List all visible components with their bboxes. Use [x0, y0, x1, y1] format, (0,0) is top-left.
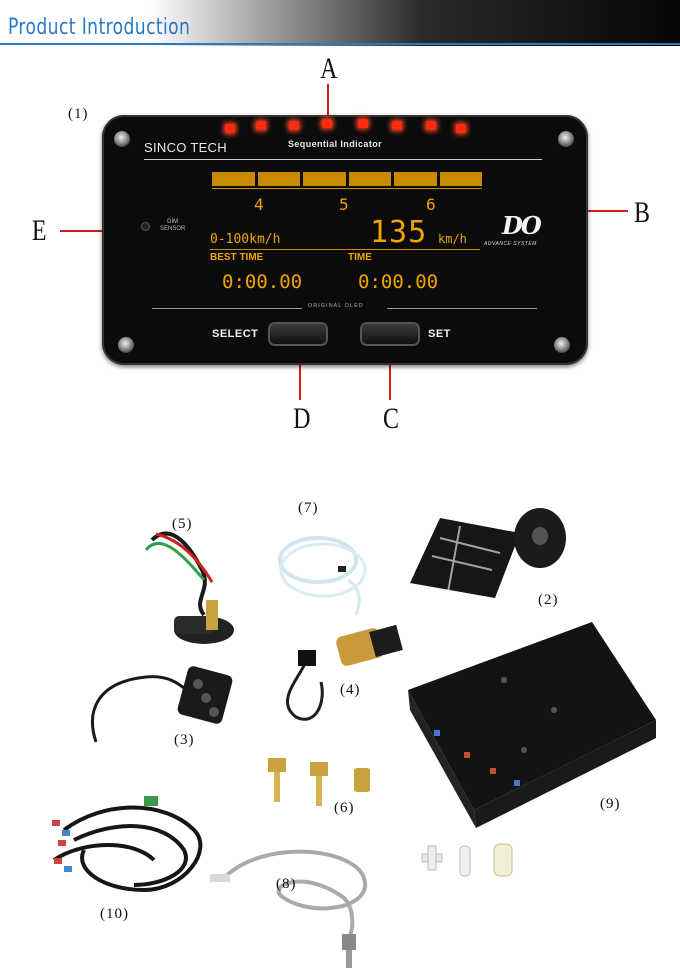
shift-led — [358, 119, 368, 128]
header-underline — [0, 43, 680, 45]
speed-run-label: 0-100km/h — [210, 232, 281, 247]
screw-icon — [118, 337, 134, 353]
speed-value: 135 — [370, 215, 428, 250]
callout-e-line — [60, 230, 140, 232]
scale-line — [212, 188, 482, 189]
shift-led — [225, 124, 235, 133]
original-oled-label: ORIGINAL OLED — [308, 303, 364, 309]
callout-d: D — [293, 402, 311, 435]
gear-label-6: 6 — [426, 195, 436, 214]
gauge-display-unit: SINCO TECH Sequential Indicator 4 5 6 DI… — [102, 115, 588, 365]
part-label-2: (2) — [538, 592, 559, 608]
do-logo: DO — [502, 211, 542, 240]
dim-sensor-icon — [142, 223, 149, 230]
wire-harness-image — [52, 796, 203, 893]
egt-probe-image — [210, 849, 368, 968]
select-button[interactable] — [270, 324, 326, 344]
callout-c: C — [383, 402, 400, 435]
part-label-5: (5) — [172, 516, 193, 532]
shift-led — [322, 119, 332, 128]
rpm-bar-segment — [257, 172, 300, 186]
sequential-indicator-label: Sequential Indicator — [288, 139, 383, 149]
screw-icon — [554, 337, 570, 353]
control-box-image — [408, 622, 656, 828]
vacuum-tube-image — [278, 536, 367, 616]
screw-icon — [114, 131, 130, 147]
shift-led — [456, 124, 466, 133]
part-label-3: (3) — [174, 732, 195, 748]
header-bar — [0, 0, 680, 46]
time-label: TIME — [348, 252, 372, 263]
callout-c-line — [389, 340, 391, 400]
dim-sensor-label: DIM SENSOR — [160, 219, 185, 233]
dim-text: DIM — [167, 219, 179, 225]
page-title: Product Introduction — [8, 15, 191, 40]
set-label: SET — [428, 328, 451, 340]
rpm-sensor-image — [144, 531, 234, 644]
best-time-value: 0:00.00 — [222, 271, 303, 293]
callout-a-line — [327, 84, 329, 120]
temperature-sensor-image — [268, 758, 370, 806]
brand-label: SINCO TECH — [144, 140, 227, 155]
callout-d-line — [299, 340, 301, 400]
callout-e: E — [31, 214, 47, 247]
callout-b: B — [634, 196, 651, 229]
control-switch-image — [91, 666, 233, 743]
speed-unit: km/h — [438, 232, 467, 246]
divider-line — [144, 159, 542, 160]
part-label-9: (9) — [600, 796, 621, 812]
part-label-7: (7) — [298, 500, 319, 516]
part-label-6: (6) — [334, 800, 355, 816]
rpm-bar-segment — [212, 172, 255, 186]
pressure-sensor-image — [285, 624, 403, 721]
rpm-bar-segment — [394, 172, 437, 186]
screw-icon — [558, 131, 574, 147]
shift-led — [256, 121, 266, 130]
select-label: SELECT — [212, 328, 259, 340]
shift-led — [392, 121, 402, 130]
sensor-text: SENSOR — [160, 226, 186, 232]
hose-fittings-image — [421, 843, 513, 877]
time-value: 0:00.00 — [358, 271, 439, 293]
part-label-10: (10) — [100, 906, 129, 922]
rpm-bar-segment — [303, 172, 346, 186]
divider-line — [387, 308, 537, 309]
set-button[interactable] — [362, 324, 418, 344]
best-time-label: BEST TIME — [210, 252, 264, 263]
callout-a: A — [320, 52, 338, 85]
gear-label-4: 4 — [254, 195, 264, 214]
rpm-bar-segment — [439, 172, 482, 186]
display-divider — [210, 249, 480, 250]
rpm-bar-segment — [348, 172, 391, 186]
gear-label-5: 5 — [339, 195, 349, 214]
rpm-bar-graph — [212, 172, 482, 186]
part-label-1: (1) — [68, 106, 89, 122]
part-label-8: (8) — [276, 876, 297, 892]
shift-led — [426, 121, 436, 130]
divider-line — [152, 308, 302, 309]
shift-led — [289, 121, 299, 130]
logo-subtitle: ADVANCE SYSTEM — [484, 241, 537, 247]
part-label-4: (4) — [340, 682, 361, 698]
mounting-bracket-image — [410, 508, 566, 598]
